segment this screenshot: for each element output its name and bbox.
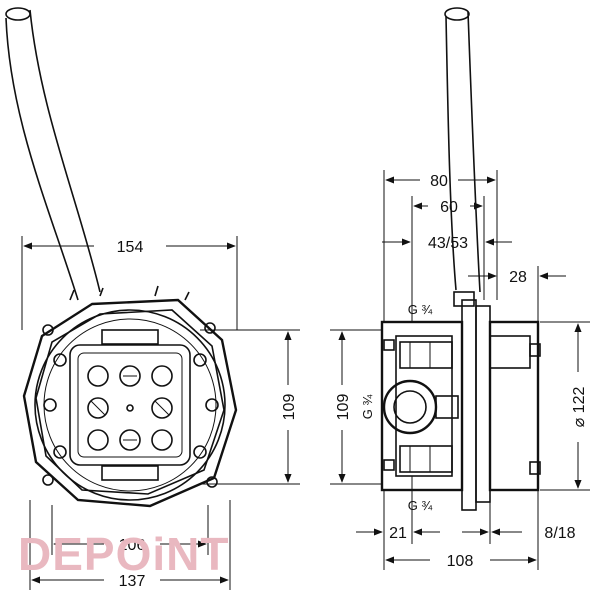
housing-front xyxy=(22,285,238,508)
side-view: 80 60 43/53 28 109 xyxy=(330,7,590,570)
dim-8-18: 8/18 xyxy=(544,525,575,542)
dim-side-21: 21 xyxy=(356,476,440,570)
dim-108: 108 xyxy=(447,553,474,570)
front-view: 154 109 106 137 xyxy=(5,7,300,590)
dim-80: 80 xyxy=(430,173,448,190)
thread-label-top: G ¾ xyxy=(408,302,433,317)
dim-side-80: 80 xyxy=(383,170,498,322)
dim-154: 154 xyxy=(117,239,144,256)
dim-43-53: 43/53 xyxy=(428,235,468,252)
dim-21: 21 xyxy=(389,525,407,542)
dim-side-28: 28 xyxy=(468,266,566,322)
dim-122: ⌀ 122 xyxy=(571,387,588,428)
dim-106: 106 xyxy=(119,537,146,554)
thread-label-side: G ¾ xyxy=(360,395,375,420)
dim-side-109: 109 xyxy=(330,329,382,485)
dim-side-60: 60 xyxy=(411,196,485,322)
hose-side xyxy=(444,7,481,293)
dim-front-137: 137 xyxy=(29,500,231,590)
dim-side-43-53: 43/53 xyxy=(382,235,512,252)
hose-front xyxy=(5,7,101,301)
dim-side-8-18: 8/18 xyxy=(462,502,576,544)
dim-front-106: 106 xyxy=(51,505,209,555)
dim-side-122: ⌀ 122 xyxy=(540,321,590,491)
dim-front-154: 154 xyxy=(21,236,238,330)
dim-28: 28 xyxy=(509,269,527,286)
dim-137: 137 xyxy=(119,573,146,590)
dim-side-108: 108 xyxy=(385,490,539,570)
thread-label-bottom: G ¾ xyxy=(408,498,433,513)
dim-60: 60 xyxy=(440,199,458,216)
dim-109-front: 109 xyxy=(281,394,298,421)
watermark-logo: DEPOiNT xyxy=(18,528,229,580)
housing-side xyxy=(380,291,541,511)
dim-front-109: 109 xyxy=(200,329,300,485)
dim-109-side: 109 xyxy=(335,394,352,421)
